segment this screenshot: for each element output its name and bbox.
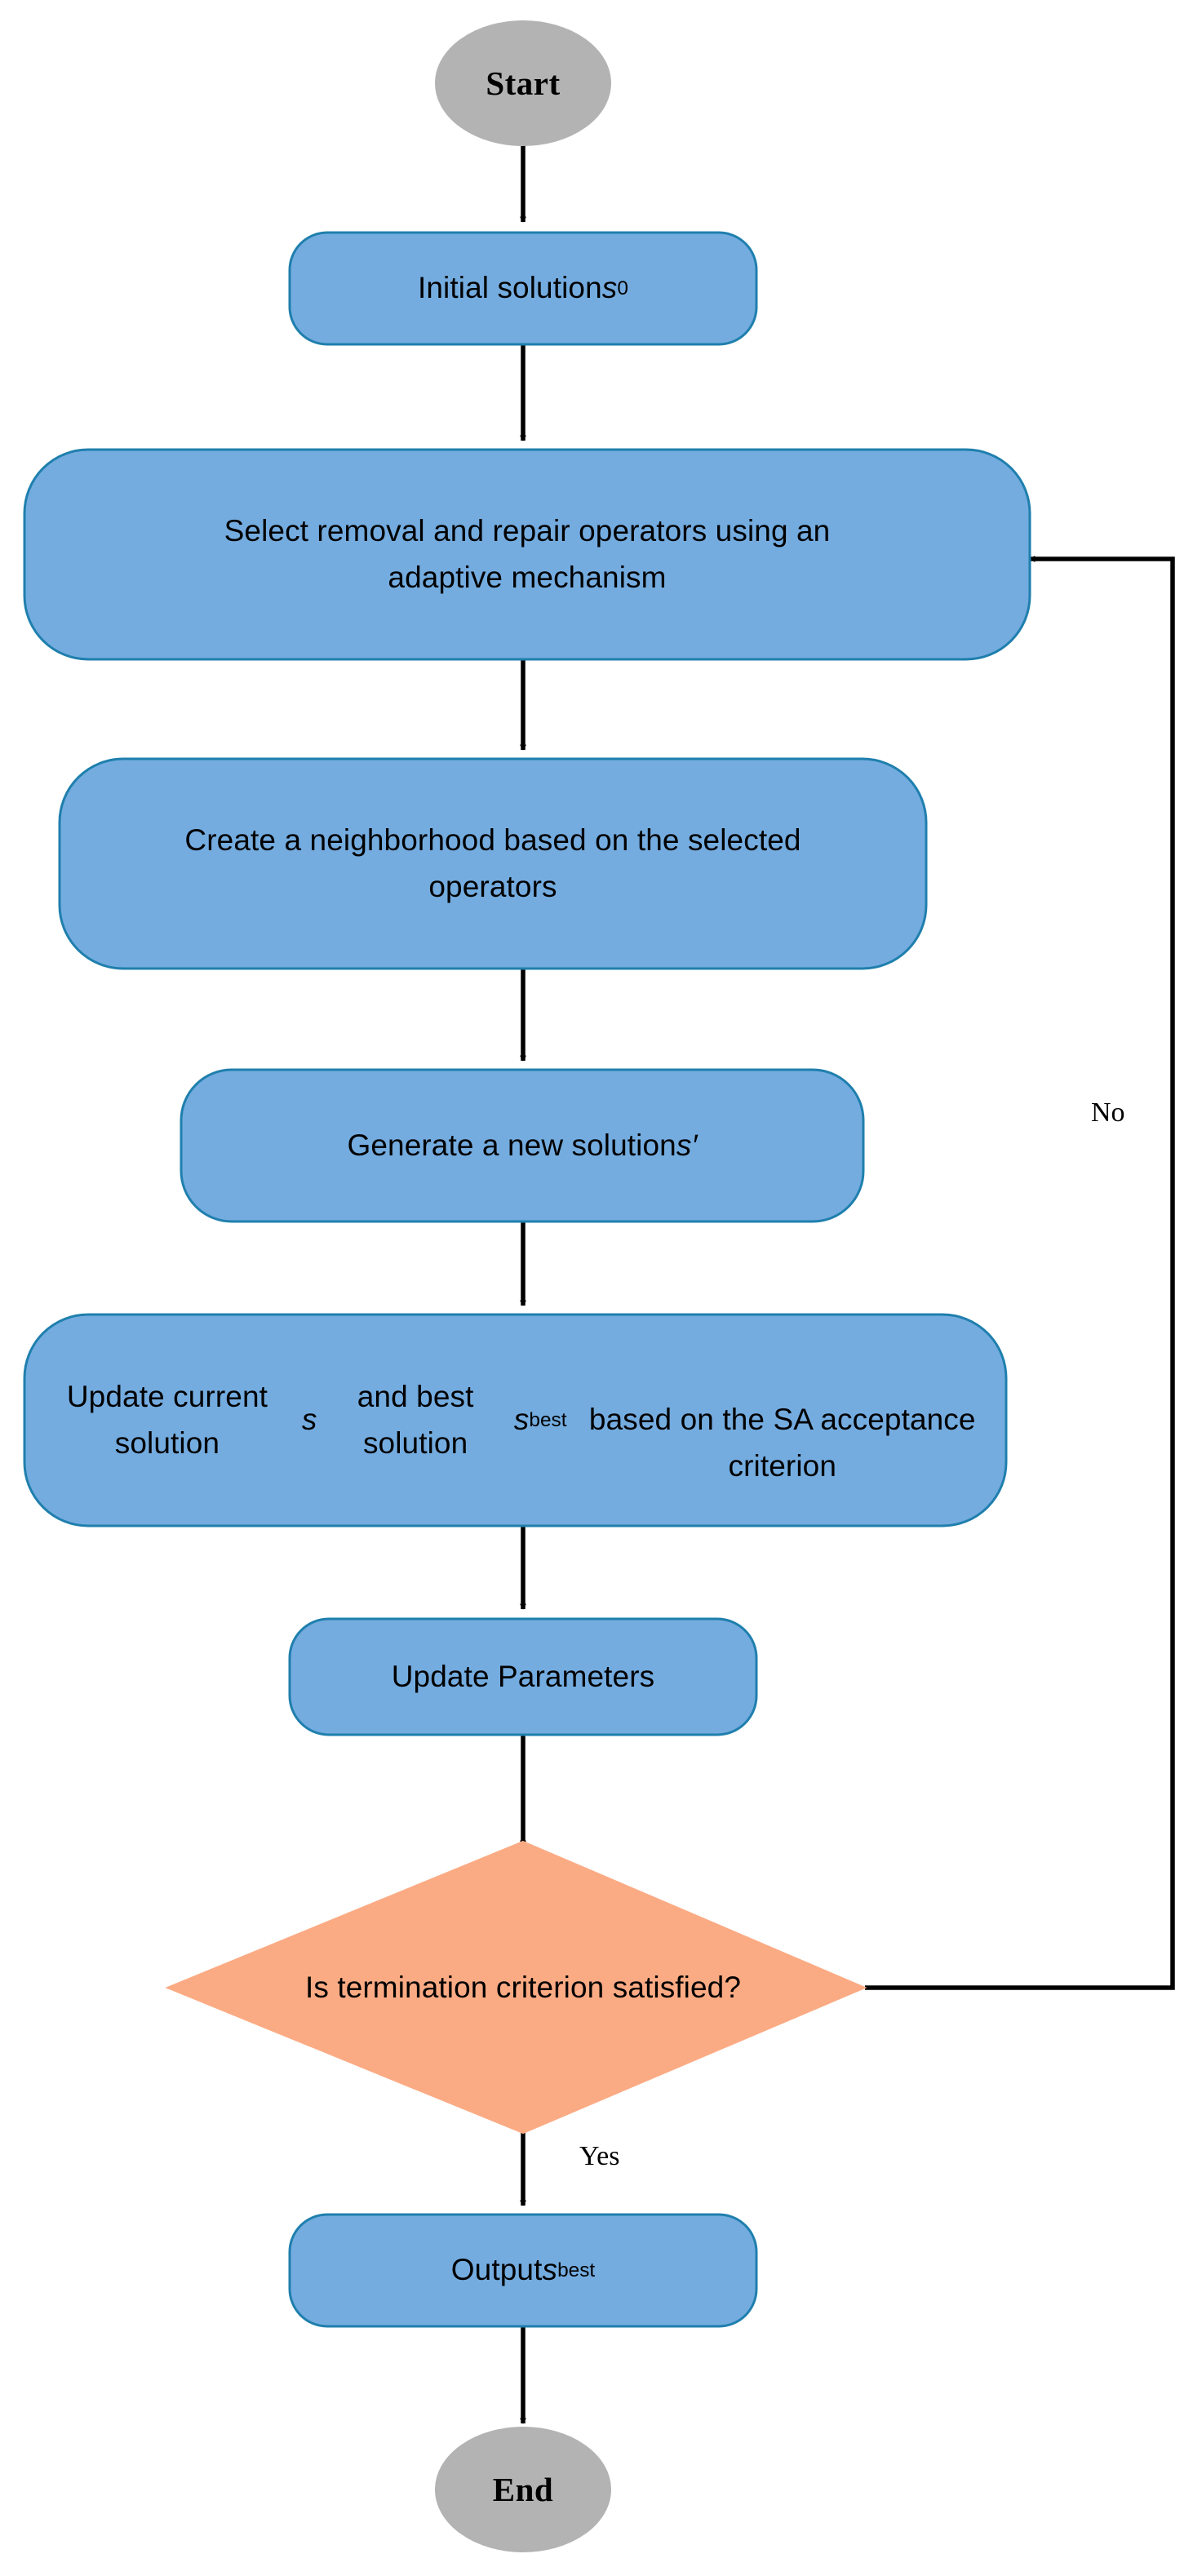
node-termination-decision[interactable] [165,1840,867,2135]
node-update-solutions[interactable] [23,1313,1008,1527]
node-initial-solution[interactable] [288,231,758,346]
node-output[interactable] [288,2213,758,2328]
node-generate-solution[interactable] [180,1068,865,1223]
node-start[interactable] [435,20,611,146]
node-end[interactable] [435,2427,611,2552]
edge-label-yes: Yes [579,2141,620,2171]
node-create-neighborhood[interactable] [58,757,928,970]
connector-group [520,144,1175,2424]
edge-label-no: No [1091,1097,1125,1128]
node-update-parameters[interactable] [288,1617,758,1736]
node-select-operators[interactable] [23,448,1031,661]
edge-decision-loopback-to-select-operators [865,556,1175,1990]
